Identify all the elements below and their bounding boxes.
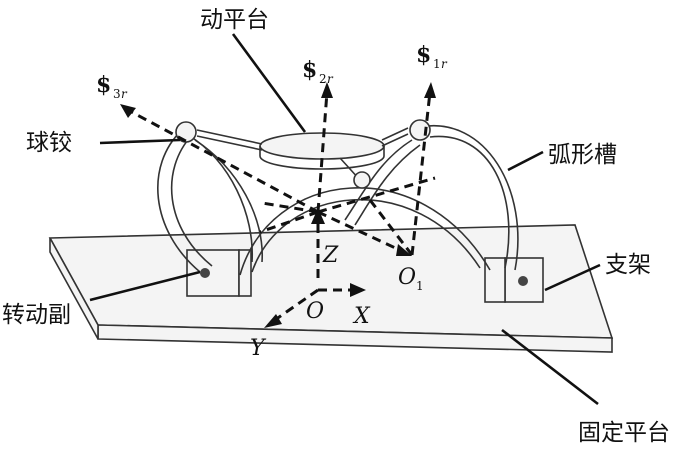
leader-lines <box>89 33 601 406</box>
point-label-o1: O 1 <box>398 265 424 293</box>
label-revolute-pair: 转动副 <box>2 302 71 328</box>
label-moving-platform: 动平台 <box>200 7 269 33</box>
left-revolute-block <box>186 249 252 297</box>
axis-label-x: X <box>352 304 371 329</box>
svg-text:2: 2 <box>319 72 327 86</box>
right-revolute-block <box>484 257 544 303</box>
svg-text:r: r <box>327 72 334 86</box>
label-bracket: 支架 <box>605 252 651 278</box>
svg-text:r: r <box>441 57 448 71</box>
svg-text:$: $ <box>416 42 431 68</box>
label-fixed-platform: 固定平台 <box>578 420 670 446</box>
screw-label-3r: $ 3 r <box>96 72 128 101</box>
screw-label-2r: $ 2 r <box>302 57 334 86</box>
dashed-screw-lines <box>120 82 436 256</box>
svg-text:1: 1 <box>416 279 424 293</box>
svg-text:$: $ <box>96 72 111 98</box>
axis-label-origin: O <box>306 299 324 324</box>
coordinate-axes <box>264 208 366 328</box>
axis-label-y: Y <box>250 336 267 361</box>
label-ball-joint: 球铰 <box>26 130 72 156</box>
svg-text:$: $ <box>302 57 317 83</box>
svg-text:1: 1 <box>433 57 441 71</box>
svg-text:3: 3 <box>113 87 121 101</box>
label-arc-slot: 弧形槽 <box>548 142 617 168</box>
screw-label-1r: $ 1 r <box>416 42 448 71</box>
axis-label-z: Z <box>322 243 339 268</box>
arc-slots <box>157 124 519 276</box>
svg-text:r: r <box>121 87 128 101</box>
svg-text:O: O <box>398 265 416 290</box>
